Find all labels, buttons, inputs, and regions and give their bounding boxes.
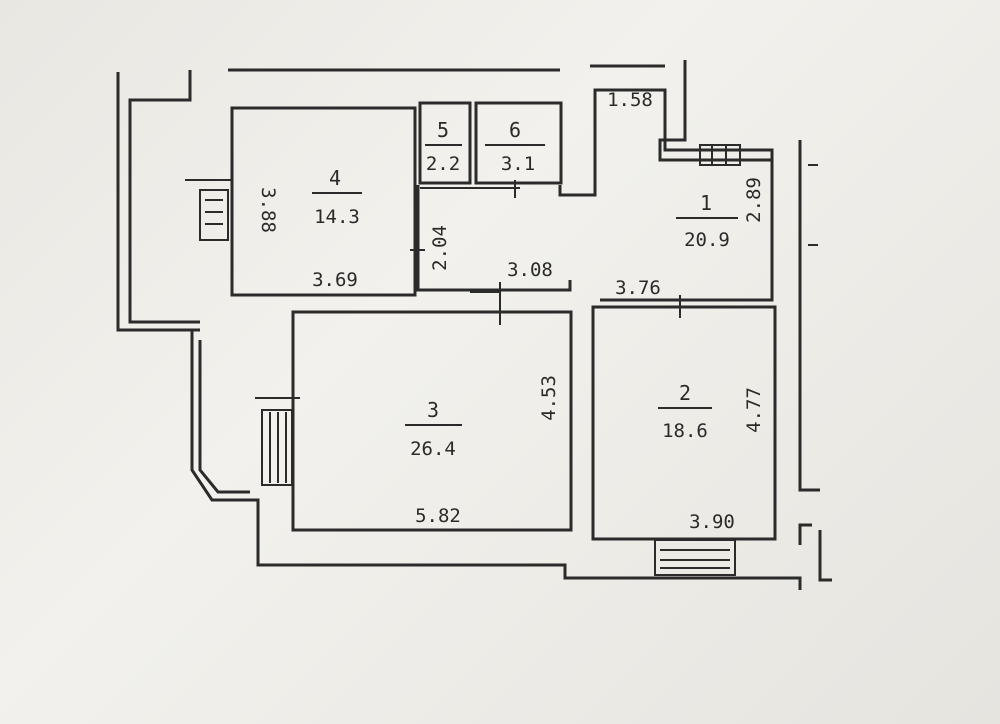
room-1-width: 3.76 bbox=[615, 277, 661, 299]
room-2-height: 4.77 bbox=[743, 387, 765, 433]
room-3-area: 26.4 bbox=[410, 438, 456, 460]
room-6-number: 6 bbox=[509, 118, 521, 142]
room-5-number: 5 bbox=[437, 118, 449, 142]
room-3-height: 4.53 bbox=[538, 375, 560, 421]
outer-walls bbox=[116, 60, 832, 590]
room-4-area: 14.3 bbox=[314, 206, 360, 228]
room-6: 6 3.1 bbox=[485, 118, 545, 175]
room-4-width: 3.69 bbox=[312, 269, 358, 291]
room-1-number: 1 bbox=[700, 191, 712, 215]
stairs-detail bbox=[185, 144, 818, 576]
room-3-number: 3 bbox=[427, 398, 439, 422]
corridor-dimensions: 2.04 3.08 1.58 bbox=[429, 89, 653, 281]
room-2: 2 18.6 4.77 3.90 bbox=[658, 381, 765, 533]
corridor-width-dim: 3.08 bbox=[507, 259, 553, 281]
interior-walls bbox=[230, 88, 777, 541]
room-4-number: 4 bbox=[329, 166, 341, 190]
room-1-height: 2.89 bbox=[743, 177, 765, 223]
room-3-width: 5.82 bbox=[415, 505, 461, 527]
room-4-height: 3.88 bbox=[257, 187, 279, 233]
room-5: 5 2.2 bbox=[425, 118, 462, 175]
room-5-area: 2.2 bbox=[426, 153, 460, 175]
room-1: 1 20.9 2.89 3.76 bbox=[615, 177, 765, 299]
room-2-width: 3.90 bbox=[689, 511, 735, 533]
room-2-number: 2 bbox=[679, 381, 691, 405]
room-1-area: 20.9 bbox=[684, 229, 730, 251]
room-4: 4 14.3 3.88 3.69 bbox=[257, 166, 362, 291]
room-6-area: 3.1 bbox=[501, 153, 535, 175]
niche-dim: 1.58 bbox=[607, 89, 653, 111]
room-3: 3 26.4 4.53 5.82 bbox=[405, 375, 560, 527]
room-2-area: 18.6 bbox=[662, 420, 708, 442]
corridor-wall-dim: 2.04 bbox=[429, 225, 451, 271]
